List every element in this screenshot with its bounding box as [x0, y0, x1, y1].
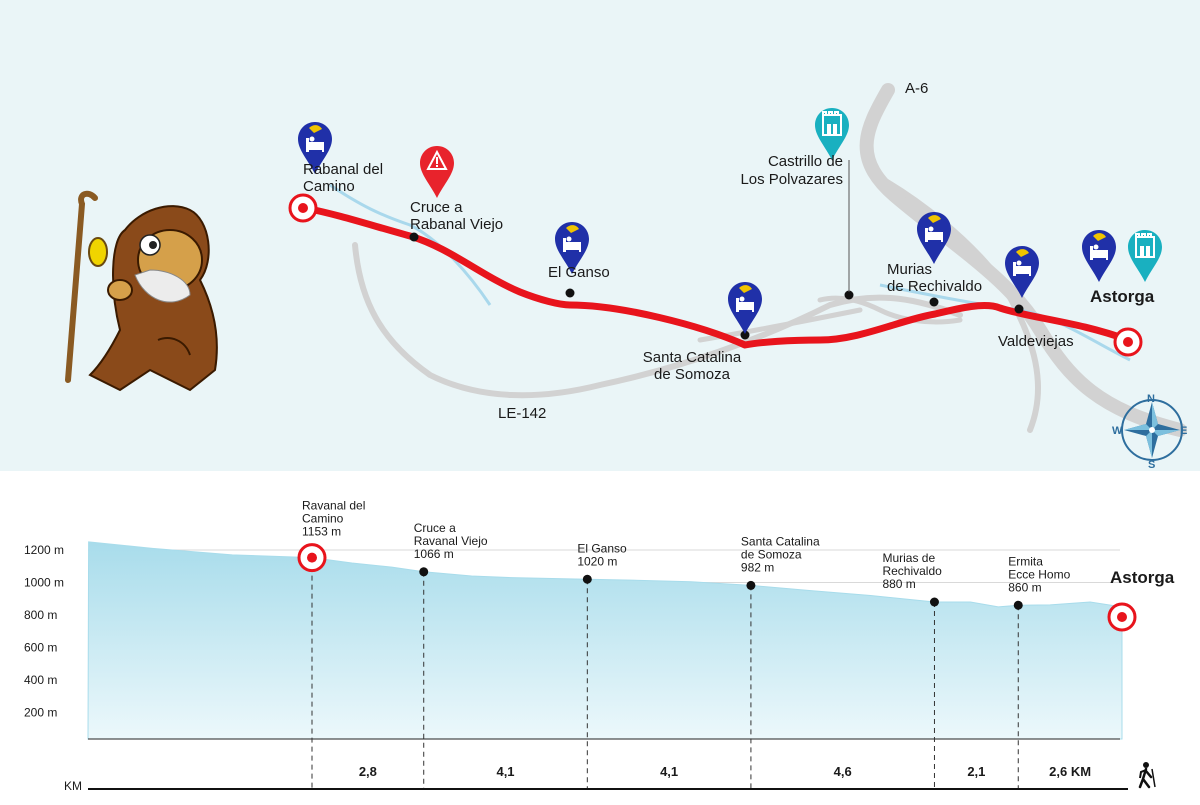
road-secondary [872, 172, 1041, 433]
waypoint-dot [746, 580, 756, 590]
y-tick-label: 400 m [24, 673, 57, 687]
label-le142: LE-142 [498, 405, 546, 422]
roads [352, 83, 1187, 437]
dot-santa-catalina [740, 330, 750, 340]
dot-murias [929, 297, 939, 307]
monument-pin-icon [1128, 230, 1162, 282]
y-axis-ticks: 1200 m 1000 m 800 m 600 m 400 m 200 m [24, 543, 64, 720]
km-segment-label: 4,6 [834, 764, 852, 779]
y-tick-label: 200 m [24, 706, 57, 720]
end-target-icon [1113, 327, 1143, 357]
km-segment-label: 4,1 [496, 764, 514, 779]
km-segment-label: 4,1 [660, 764, 678, 779]
dot-el-ganso [565, 288, 575, 298]
y-tick-label: 1000 m [24, 576, 64, 590]
end-target-icon [1107, 602, 1137, 632]
km-segment-label: 2,6 KM [1049, 764, 1091, 779]
waypoint-dot [1013, 600, 1023, 610]
km-segment-label: 2,8 [359, 764, 377, 779]
km-axis-label: KM [64, 779, 82, 793]
km-segments: 2,8 4,1 4,1 4,6 2,1 2,6 KM [359, 764, 1091, 779]
compass-rose-icon: N S E W [1112, 393, 1187, 471]
y-tick-label: 600 m [24, 641, 57, 655]
compass-n: N [1147, 393, 1155, 405]
elevation-profile: 1200 m 1000 m 800 m 600 m 400 m 200 m Ravanal… [0, 471, 1200, 800]
lodging-pin-icon [1082, 230, 1116, 282]
compass-e: E [1180, 425, 1187, 437]
hiker-icon [1138, 762, 1156, 789]
compass-w: W [1112, 425, 1123, 437]
river-rabanal [329, 183, 492, 306]
lodging-pin-icon [917, 212, 951, 264]
label-el-ganso: El Ganso [548, 264, 610, 281]
lodging-pin-icon [728, 282, 762, 334]
dot-cruce [409, 232, 419, 242]
town-dots [409, 232, 1024, 340]
road-castrillo [817, 295, 963, 325]
compass-s: S [1148, 459, 1155, 471]
start-target-icon [297, 543, 327, 573]
label-valdeviejas: Valdeviejas [998, 333, 1074, 350]
warning-pin-icon [420, 146, 454, 198]
camino-route [301, 204, 1132, 349]
y-tick-label: 1200 m [24, 543, 64, 557]
start-target-icon [288, 193, 318, 223]
y-tick-label: 800 m [24, 608, 57, 622]
label-a6: A-6 [905, 80, 928, 97]
profile-end-label: Astorga [1110, 568, 1175, 587]
waypoint-dot [419, 567, 429, 577]
waypoint-dot [929, 597, 939, 607]
label-astorga: Astorga [1090, 287, 1155, 306]
dot-valdeviejas [1014, 304, 1024, 314]
km-segment-label: 2,1 [967, 764, 985, 779]
road-le142 [352, 242, 963, 399]
dot-castrillo [844, 290, 854, 300]
elevation-area [87, 541, 1123, 740]
waypoint-dot [582, 574, 592, 584]
pilgrim-mascot-icon [65, 190, 218, 392]
